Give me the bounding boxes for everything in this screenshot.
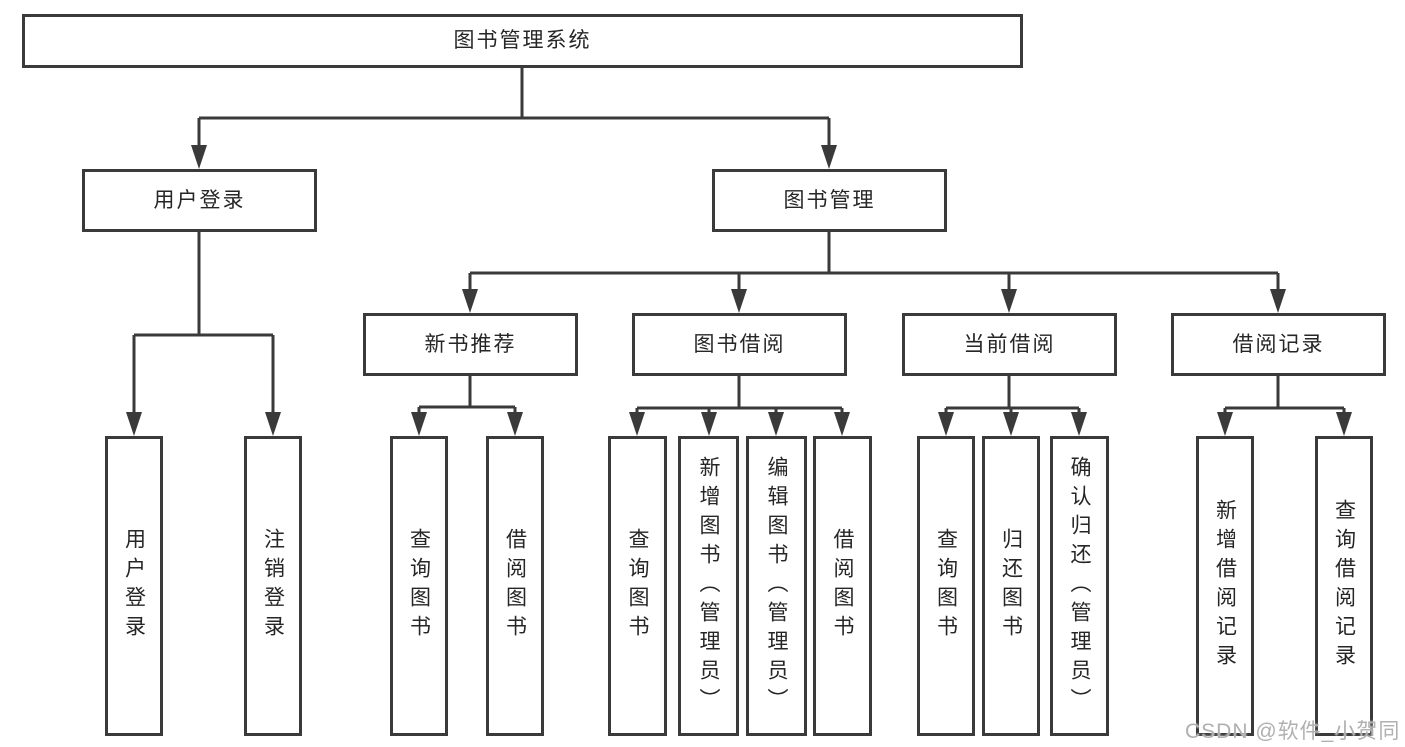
- leaf-query-borrow-record: 查询借阅记录: [1315, 436, 1373, 736]
- leaf-logout-login: 注销登录: [244, 436, 302, 736]
- node-label: 图书管理系统: [453, 29, 592, 53]
- node-label: 归还图书: [999, 528, 1023, 644]
- node-label: 查询图书: [934, 528, 958, 644]
- node-label: 新书推荐: [424, 332, 517, 356]
- node-label: 编辑图书（管理员）: [765, 455, 788, 717]
- node-label: 借阅图书: [831, 528, 854, 644]
- leaf-borrow-books-recommend: 借阅图书: [486, 436, 544, 736]
- node-label: 查询图书: [626, 528, 649, 644]
- node-label: 图书管理: [783, 188, 876, 212]
- leaf-add-book-admin: 新增图书（管理员）: [678, 436, 739, 736]
- leaf-query-books-borrowing: 查询图书: [608, 436, 667, 736]
- node-current-borrowing: 当前借阅: [902, 313, 1117, 376]
- node-label: 确认归还（管理员）: [1068, 455, 1091, 717]
- node-book-management: 图书管理: [712, 169, 947, 232]
- leaf-user-login: 用户登录: [105, 436, 163, 736]
- node-new-book-recommend: 新书推荐: [363, 313, 578, 376]
- node-label: 当前借阅: [963, 332, 1056, 356]
- node-label: 新增借阅记录: [1213, 499, 1237, 673]
- leaf-query-books-recommend: 查询图书: [390, 436, 448, 736]
- leaf-query-books-current: 查询图书: [917, 436, 975, 736]
- node-label: 图书借阅: [693, 332, 786, 356]
- node-label: 新增图书（管理员）: [697, 455, 720, 717]
- leaf-borrow-books: 借阅图书: [813, 436, 872, 736]
- node-borrowing-records: 借阅记录: [1171, 313, 1386, 376]
- csdn-watermark: CSDN @软件_小贺同学: [1185, 720, 1401, 743]
- node-label: 用户登录: [122, 528, 146, 644]
- node-label: 查询图书: [407, 528, 431, 644]
- leaf-edit-book-admin: 编辑图书（管理员）: [746, 436, 807, 736]
- node-label: 借阅记录: [1232, 332, 1325, 356]
- node-book-management-system: 图书管理系统: [22, 14, 1023, 68]
- node-book-borrowing: 图书借阅: [632, 313, 847, 376]
- node-user-login: 用户登录: [82, 169, 317, 232]
- node-label: 查询借阅记录: [1332, 499, 1356, 673]
- leaf-add-borrow-record: 新增借阅记录: [1196, 436, 1254, 736]
- node-label: 用户登录: [153, 188, 246, 212]
- leaf-confirm-return-admin: 确认归还（管理员）: [1050, 436, 1109, 736]
- node-label: 借阅图书: [503, 528, 527, 644]
- node-label: 注销登录: [261, 528, 285, 644]
- leaf-return-books: 归还图书: [982, 436, 1040, 736]
